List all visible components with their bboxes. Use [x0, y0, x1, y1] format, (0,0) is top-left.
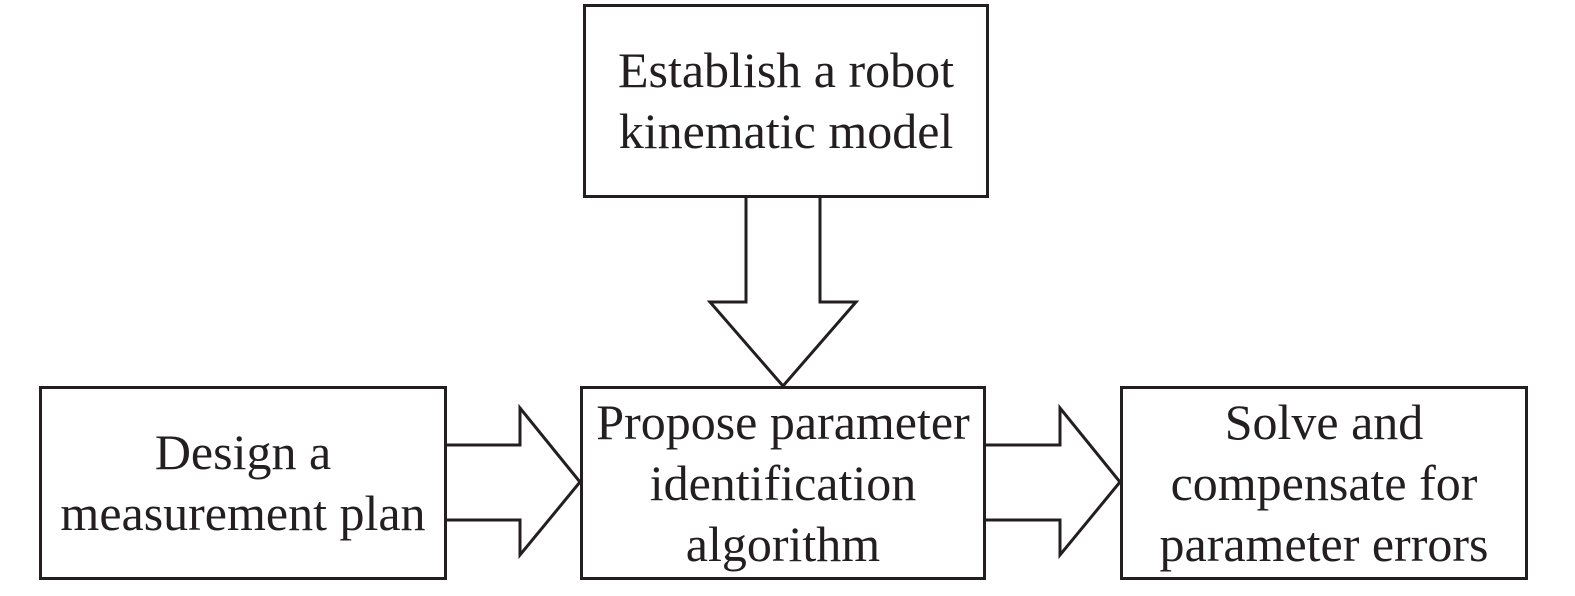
node-establish-kinematic-model: Establish a robot kinematic model: [583, 4, 989, 198]
node-label-line: kinematic model: [618, 103, 954, 159]
node-label-line: algorithm: [685, 515, 881, 572]
node-label-line: Propose parameter: [596, 393, 970, 450]
arrow-top-to-center: [706, 194, 860, 389]
node-label-line: identification: [649, 454, 917, 511]
node-label-line: measurement plan: [60, 485, 426, 541]
node-label-line: Design a: [154, 424, 332, 480]
node-label-line: Establish a robot: [617, 42, 955, 98]
node-propose-identification-algorithm: Propose parameter identification algorit…: [580, 386, 986, 580]
node-label-line: parameter errors: [1159, 515, 1489, 572]
node-solve-compensate-errors: Solve and compensate for parameter error…: [1120, 386, 1528, 580]
node-label-line: compensate for: [1170, 454, 1478, 511]
node-design-measurement-plan: Design a measurement plan: [39, 386, 447, 580]
node-label-line: Solve and: [1224, 393, 1424, 450]
arrow-center-to-right: [982, 403, 1122, 560]
arrow-left-to-center: [443, 403, 582, 560]
